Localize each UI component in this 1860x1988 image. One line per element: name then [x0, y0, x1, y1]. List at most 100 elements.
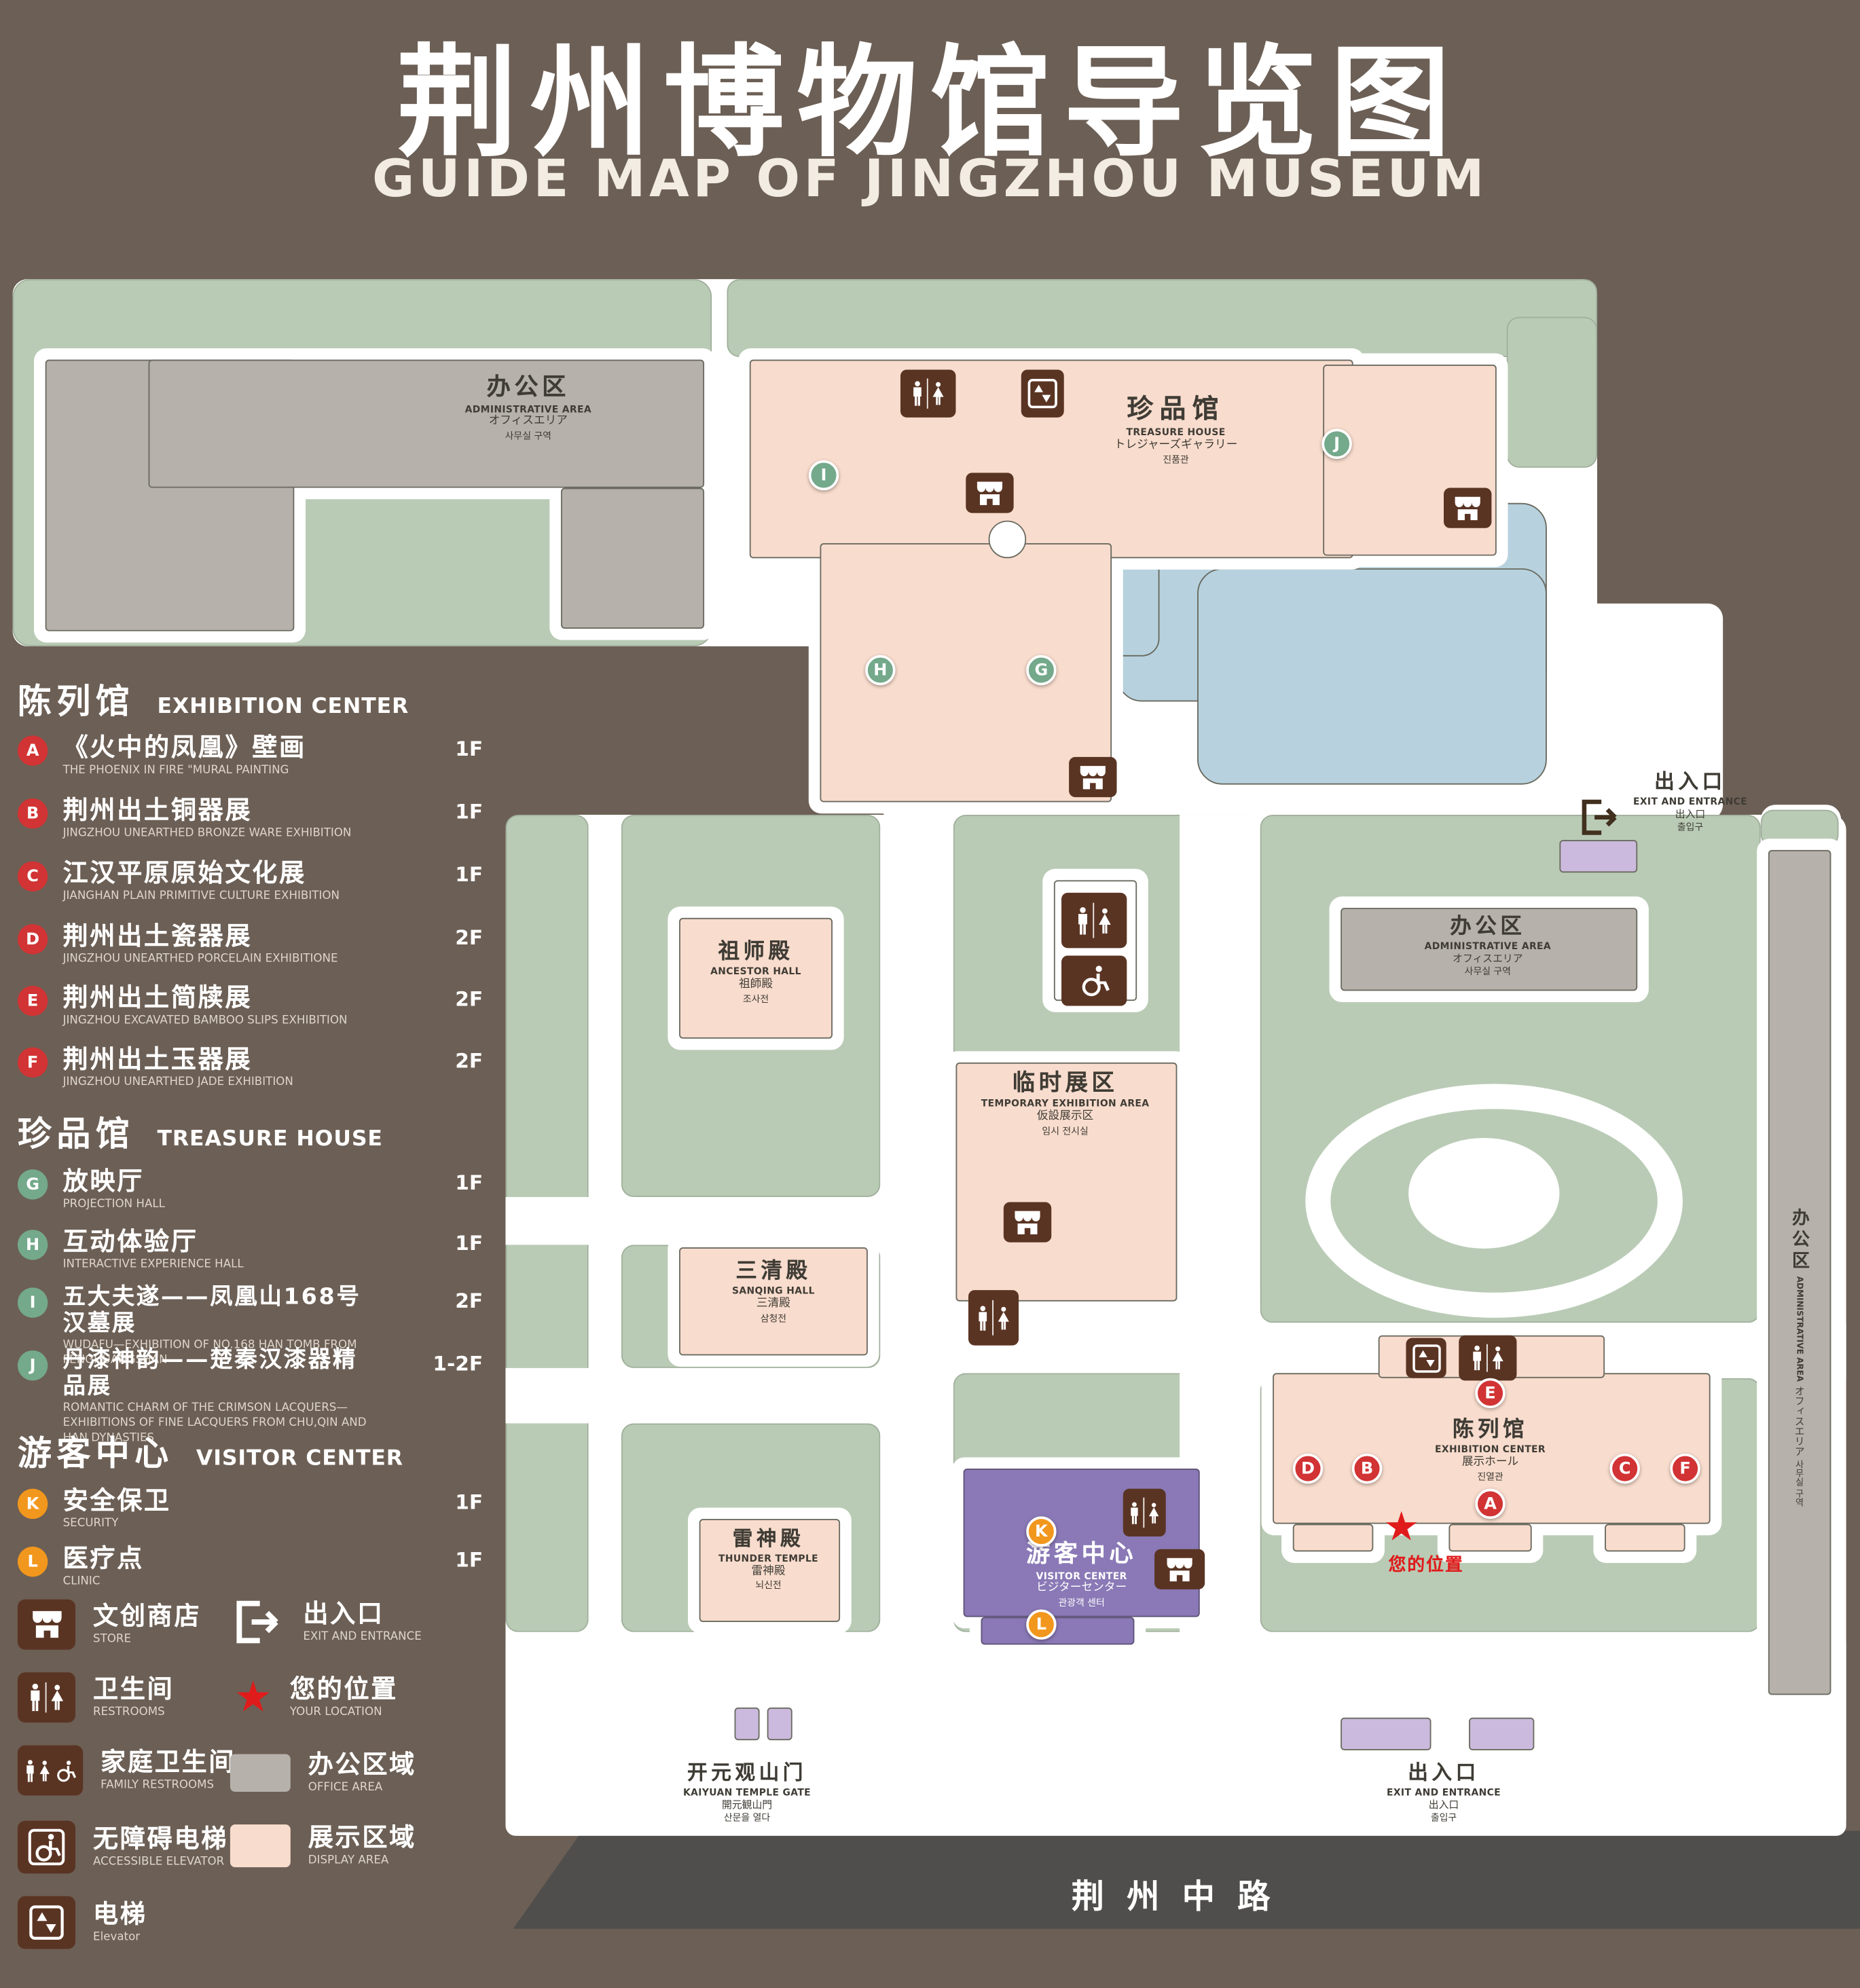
- water-area: [1197, 568, 1547, 785]
- legend-letter-G: G: [17, 1169, 48, 1200]
- legend-letter-I: I: [17, 1287, 48, 1318]
- label-admin-area-top: 办公区 ADMINISTRATIVE AREA オフィスエリア 사무실 구역: [464, 373, 591, 442]
- legend-letter-L: L: [17, 1546, 48, 1577]
- walk-path: [880, 815, 953, 1645]
- building-admin-area-northwest: [560, 487, 705, 629]
- building-ancestor-hall: [679, 917, 833, 1039]
- building-visitor-center: [981, 1617, 1135, 1645]
- building-thunder-temple: [699, 1519, 841, 1622]
- legend-section-exhibition-center: 陈列馆 EXHIBITION CENTER: [17, 682, 409, 722]
- marker-I: I: [808, 460, 839, 491]
- legend-letter-A: A: [17, 735, 48, 766]
- marker-H: H: [865, 655, 896, 686]
- lawn-patch: [1506, 316, 1597, 468]
- marker-D: D: [1292, 1453, 1324, 1484]
- label-temporary-exhibition: 临时展区 TEMPORARY EXHIBITION AREA 仮設展示区 임시 …: [981, 1069, 1150, 1137]
- label-exit-south: 出入口 EXIT AND ENTRANCE 出入口 출입구: [1386, 1760, 1501, 1824]
- elevator-icon: [1021, 369, 1064, 418]
- label-exit-east: 出入口 EXIT AND ENTRANCE 出入口 출입구: [1633, 769, 1748, 832]
- accessible-elevator-icon: [17, 1820, 76, 1874]
- restrooms-icon: [1061, 892, 1127, 949]
- your-location-star-icon: ★: [1383, 1503, 1420, 1551]
- legend-letter-B: B: [17, 798, 48, 829]
- restrooms-icon: [900, 369, 956, 418]
- legend-letter-D: D: [17, 924, 48, 955]
- legend-letter-C: C: [17, 861, 48, 892]
- legend-letter-F: F: [17, 1047, 48, 1078]
- family-restroom-icon: [1061, 955, 1127, 1006]
- entrance-block-south: [1341, 1717, 1432, 1750]
- gate-pillar: [767, 1707, 792, 1741]
- label-kaiyuan-gate: 开元观山门 KAIYUAN TEMPLE GATE 開元観山門 산문을 열다: [683, 1760, 812, 1824]
- your-location-label: 您的位置: [1388, 1555, 1464, 1576]
- garden-pond: [1408, 1137, 1560, 1249]
- marker-C: C: [1609, 1453, 1640, 1484]
- page-title: 荆州博物馆导览图: [397, 33, 1463, 174]
- label-thunder-temple: 雷神殿 THUNDER TEMPLE 雷神殿 뇌신전: [718, 1526, 819, 1591]
- building-exhibition-center: [1448, 1524, 1532, 1552]
- building-exhibition-center: [1605, 1524, 1685, 1552]
- restrooms-icon: [1459, 1335, 1517, 1381]
- entrance-block-south: [1469, 1717, 1535, 1750]
- label-admin-area-east: 办公区 ADMINISTRATIVE AREA オフィスエリア 사무실 구역: [1424, 914, 1552, 978]
- marker-E: E: [1475, 1378, 1506, 1409]
- marker-A: A: [1475, 1488, 1506, 1520]
- elevator-icon: [17, 1896, 76, 1949]
- marker-G: G: [1026, 655, 1057, 686]
- road-jingzhou-middle: [513, 1830, 1860, 1929]
- store-icon: [1003, 1202, 1052, 1242]
- store-icon: [17, 1599, 76, 1650]
- building-exhibition-center: [1292, 1524, 1374, 1552]
- legend-letter-E: E: [17, 985, 48, 1016]
- exit-icon: [1572, 797, 1627, 837]
- plaza: [505, 1632, 1846, 1836]
- building-treasure-house: [820, 543, 1112, 803]
- exit-icon: [230, 1600, 285, 1645]
- building-sanqing-hall: [679, 1247, 868, 1356]
- store-icon: [1069, 756, 1117, 798]
- store-icon: [1444, 487, 1492, 528]
- legend-section-treasure-house: 珍品馆 TREASURE HOUSE: [17, 1115, 383, 1155]
- office-area-swatch: [230, 1754, 291, 1792]
- elevator-icon: [1406, 1338, 1446, 1378]
- marker-B: B: [1351, 1453, 1383, 1484]
- family-restroom-icon: [17, 1745, 84, 1796]
- marker-J: J: [1321, 428, 1352, 459]
- gate-pillar: [734, 1707, 760, 1741]
- marker-K: K: [1026, 1516, 1057, 1547]
- building-admin-area-east: [1341, 908, 1638, 991]
- building-admin-strip-east: [1768, 849, 1831, 1695]
- building-admin-area-northwest: [148, 359, 705, 488]
- restrooms-icon: [968, 1290, 1019, 1346]
- label-ancestor-hall: 祖师殿 ANCESTOR HALL 祖師殿 조사전: [710, 939, 801, 1004]
- building-temporary-exhibition: [955, 1062, 1178, 1302]
- fountain: [988, 520, 1027, 559]
- restrooms-icon: [17, 1672, 76, 1723]
- label-sanqing-hall: 三清殿 SANQING HALL 三清殿 삼청전: [732, 1258, 815, 1324]
- marker-F: F: [1670, 1453, 1700, 1484]
- label-visitor-center: 游客中心 VISITOR CENTER ビジターセンター 관광객 센터: [1026, 1540, 1137, 1608]
- legend-section-visitor-center: 游客中心 VISITOR CENTER: [17, 1435, 403, 1474]
- your-location-star-icon: ★: [234, 1672, 272, 1723]
- legend-letter-J: J: [17, 1350, 48, 1381]
